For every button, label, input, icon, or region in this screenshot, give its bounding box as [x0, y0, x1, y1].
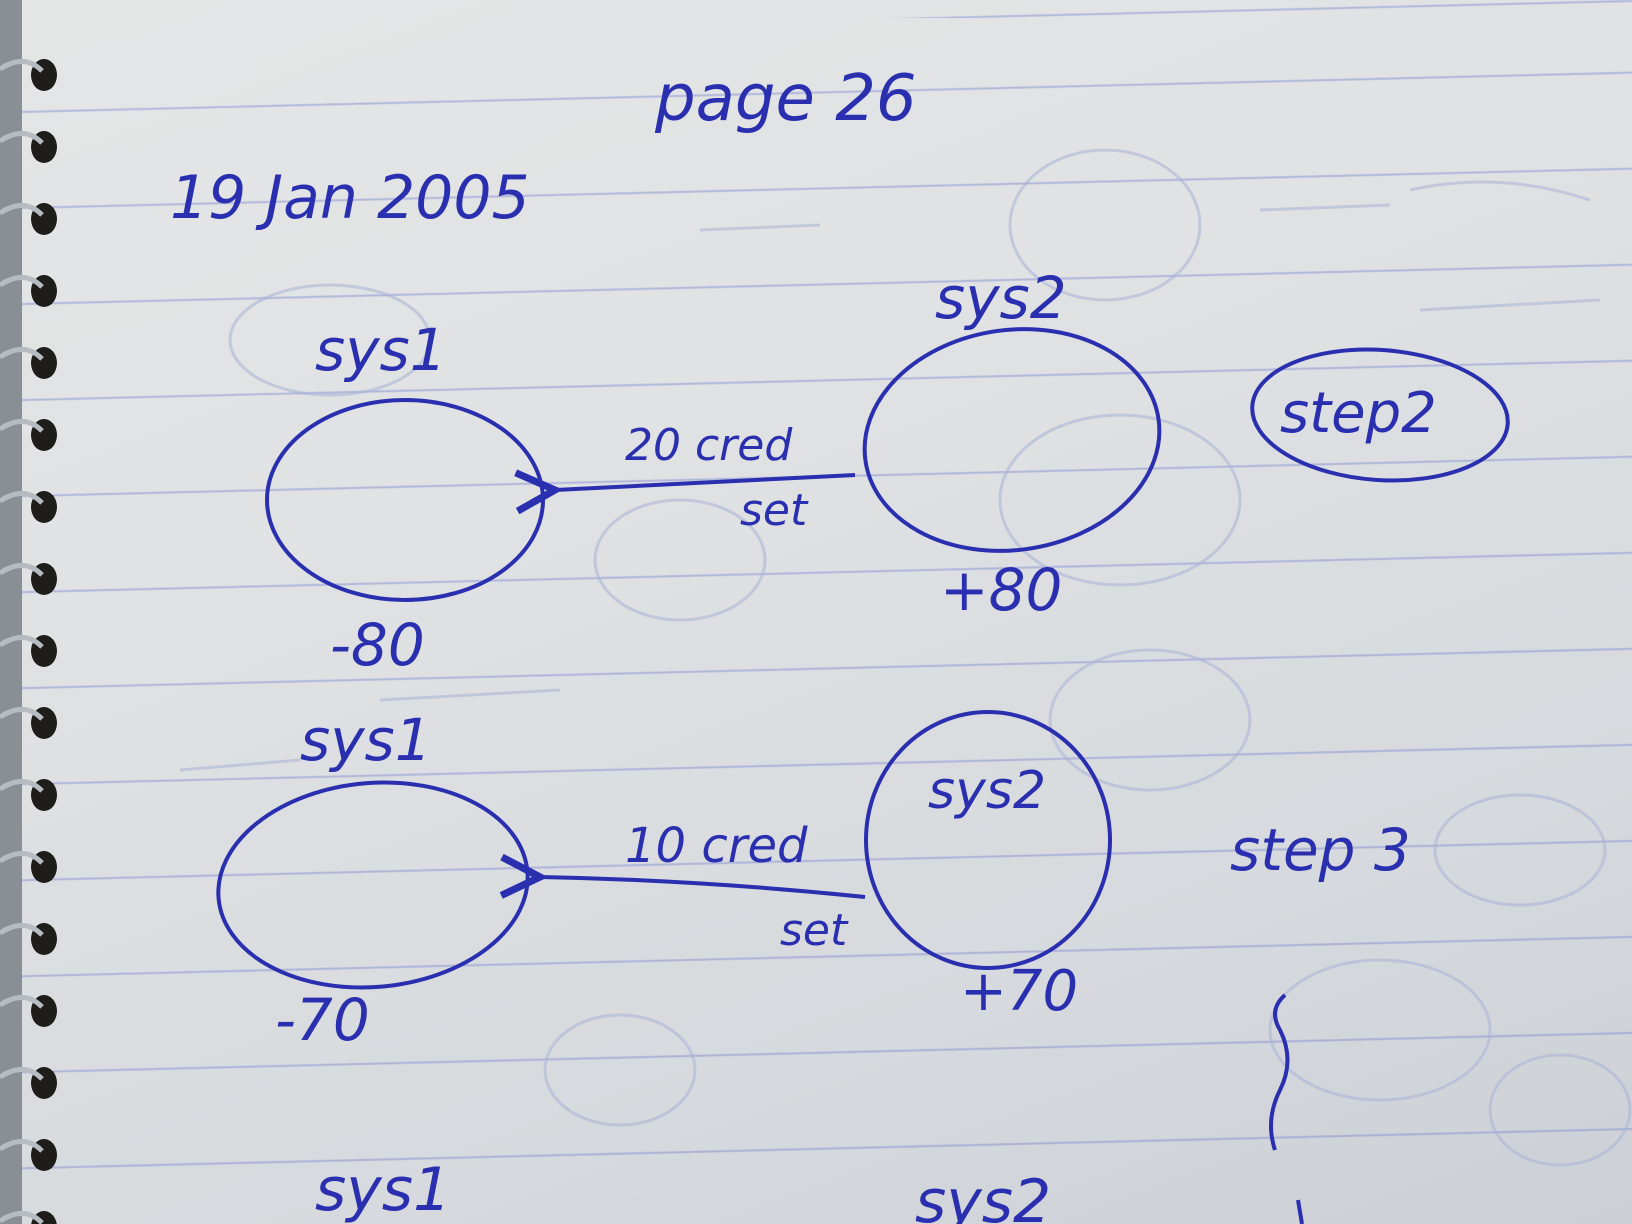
step3-sys1-label: sys1	[315, 1155, 451, 1224]
step1-sys2-circle	[862, 327, 1162, 553]
step2-bubble	[1250, 347, 1510, 483]
step2-sys1-label: sys1	[300, 706, 432, 774]
step2-arrow-top-label: 10 cred	[625, 818, 808, 874]
binding-wire	[0, 995, 44, 1009]
step3-sys2-label: sys2	[915, 1167, 1051, 1224]
step1-sys1-label: sys1	[315, 316, 447, 384]
date-label: 19 Jan 2005	[170, 163, 530, 233]
step2-arrow	[540, 877, 866, 899]
binding-wire	[0, 635, 44, 649]
binding-wire	[0, 923, 44, 937]
step1-sys2-value: +80	[940, 556, 1062, 624]
step2-sys2-value: +70	[960, 959, 1078, 1024]
binding-wire	[0, 1067, 44, 1081]
binding-wire	[0, 1139, 44, 1153]
binding-wire	[0, 131, 44, 145]
binding-wire	[0, 347, 44, 361]
step1-sys2-label: sys2	[935, 264, 1067, 332]
step3-label: step 3	[1230, 816, 1411, 884]
binding-wire	[0, 59, 44, 73]
binding-wire	[0, 563, 44, 577]
binding-wire	[0, 851, 44, 865]
step2-sys1-value: -70	[275, 986, 370, 1054]
step1-arrow	[555, 475, 856, 490]
step2-arrow-bottom-label: set	[780, 905, 849, 956]
page-label: page 26	[654, 62, 917, 136]
step2-sys2-circle	[864, 710, 1112, 970]
step2-sys1-circle	[216, 780, 530, 990]
step2-label: step2	[1280, 381, 1437, 446]
binding-wire	[0, 1211, 44, 1224]
binding-wire	[0, 491, 44, 505]
binding-wire	[0, 707, 44, 721]
binding-wire	[0, 275, 44, 289]
step1-arrow-bottom-label: set	[740, 485, 809, 536]
step1-sys1-circle	[265, 398, 545, 602]
step1-sys1-value: -80	[330, 611, 425, 679]
spiral-binding	[0, 0, 57, 1224]
step3-brace	[1269, 993, 1304, 1224]
binding-wire	[0, 419, 44, 433]
binding-wire	[0, 203, 44, 217]
step2-sys2-label: sys2	[928, 761, 1046, 821]
step1-arrow-top-label: 20 cred	[625, 420, 793, 471]
binding-wire	[0, 779, 44, 793]
